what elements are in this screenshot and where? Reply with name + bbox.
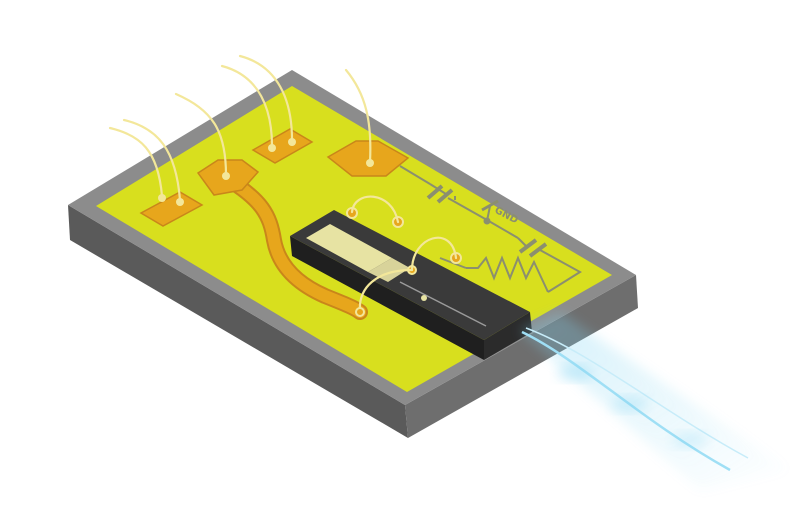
capacitor-symbol: [426, 184, 444, 200]
resistor-symbol: [466, 255, 549, 293]
photonic-chip: [290, 207, 532, 360]
wire-bond: [344, 68, 372, 164]
wire-bond: [238, 54, 294, 142]
substrate-left-side: [68, 205, 408, 438]
chip-side-right: [484, 312, 532, 360]
circuit-traces: [399, 165, 582, 293]
bond-pad-center-top: [251, 128, 314, 164]
chip-waveguide: [399, 281, 487, 327]
wire-bond: [122, 118, 182, 202]
wire-bond: [358, 268, 414, 314]
wire-bond-feet: [158, 138, 374, 317]
bond-pads: [139, 128, 410, 227]
bond-pad-left: [139, 191, 204, 227]
chip-side-left: [290, 236, 484, 360]
ground-symbol: [481, 199, 499, 212]
wire-bond: [108, 126, 164, 198]
bond-pad-right: [326, 140, 410, 177]
chip-electrode: [306, 224, 392, 272]
wire-bonds: [108, 54, 458, 314]
wire-bond: [350, 195, 400, 224]
wire-bond: [220, 64, 274, 148]
rf-trace: [218, 170, 368, 320]
wire-bond: [174, 92, 228, 177]
wire-bond: [410, 236, 458, 272]
chip-bond-dot: [421, 295, 427, 301]
optical-fiber: [520, 312, 790, 490]
substrate-right-side: [405, 275, 638, 438]
